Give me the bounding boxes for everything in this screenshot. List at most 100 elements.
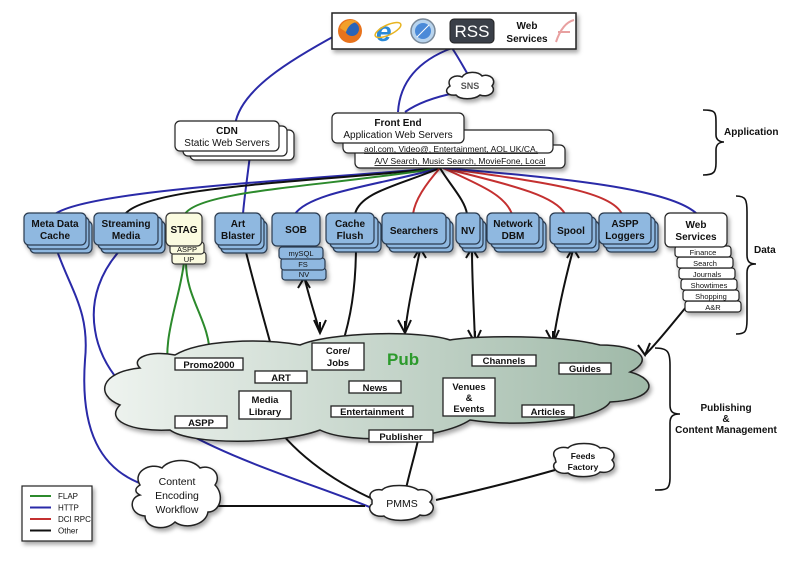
- legend-label-dci-rpc: DCI RPC: [58, 515, 91, 524]
- web-services-sub-showtimes: Showtimes: [691, 281, 728, 290]
- line-cdn-artblaster: [242, 154, 251, 215]
- line-spool-pub: [552, 249, 574, 344]
- promo2000-label: Promo2000: [183, 360, 234, 371]
- cache-flush-box: [325, 212, 382, 253]
- rss-label: RSS: [455, 22, 490, 41]
- firefox-icon: [338, 19, 362, 43]
- cache-flush-line1: Cache: [335, 219, 365, 230]
- legend-label-flap: FLAP: [58, 492, 78, 501]
- art-blaster-line1: Art: [231, 219, 246, 230]
- internet-explorer-icon: e: [374, 16, 402, 47]
- articles-label: Articles: [531, 407, 566, 418]
- media-library-line2: Library: [249, 407, 282, 418]
- line-fe-aspploggers: [442, 167, 623, 215]
- sob-title: SOB: [285, 225, 307, 236]
- aspp-loggers-box: [598, 212, 659, 253]
- rss-icon: RSS: [449, 18, 495, 44]
- art-box: [254, 370, 308, 384]
- channels-label: Channels: [483, 356, 526, 367]
- data-brace: [735, 195, 757, 335]
- application-section-label: Application: [724, 127, 778, 138]
- feeds-factory-line1: Feeds: [571, 451, 596, 461]
- web-services-sub-shopping: Shopping: [695, 292, 727, 301]
- publishing-brace: [654, 347, 681, 491]
- media-library-box: [238, 390, 292, 420]
- web-services-line1: Web: [686, 220, 707, 231]
- streaming-media-line1: Streaming: [102, 219, 151, 230]
- pmms-cloud: [368, 484, 434, 522]
- content-encoding-line3: Workflow: [156, 504, 199, 516]
- cdn-title: CDN: [216, 126, 238, 137]
- line-fe-spool: [442, 167, 566, 215]
- content-encoding-cloud: [131, 459, 222, 529]
- publishing-section-label-line1: Publishing: [700, 403, 751, 414]
- core-jobs-box: [311, 342, 365, 371]
- aspp-label: ASPP: [188, 418, 215, 429]
- network-dbm-line2: DBM: [502, 231, 525, 242]
- sob-box: [271, 212, 327, 281]
- art-label: ART: [271, 373, 291, 384]
- line-fe-streaming: [124, 167, 441, 215]
- nv-box: [455, 212, 487, 253]
- sob-sub-fs: FS: [298, 260, 308, 269]
- line-fe-cacheflush: [354, 167, 441, 215]
- network-dbm-line1: Network: [493, 219, 533, 230]
- browser-web-services-line1: Web: [517, 21, 538, 32]
- line-fe-searchers: [412, 167, 441, 215]
- application-brace: [702, 109, 725, 176]
- web-services-box: [664, 212, 742, 313]
- line-fe-stag: [184, 167, 441, 215]
- line-fe-nv: [439, 167, 468, 215]
- sob-sub-nv: NV: [299, 270, 309, 279]
- guides-label: Guides: [569, 364, 601, 375]
- pub-title: Pub: [387, 350, 419, 369]
- aspp-box: [174, 415, 228, 429]
- venues-events-line2: &: [466, 393, 473, 404]
- streaming-media-box: [93, 212, 166, 254]
- news-label: News: [363, 383, 388, 394]
- line-searchers-pub: [404, 249, 421, 334]
- web-services-sub-journals: Journals: [693, 270, 722, 279]
- line-nv-pub: [471, 249, 476, 344]
- line-fe-webservices: [442, 167, 698, 215]
- line-browser-frontend: [397, 47, 453, 113]
- entertainment-label: Entertainment: [340, 407, 405, 418]
- line-stag-promo: [185, 261, 211, 359]
- nv-label: NV: [461, 226, 475, 237]
- svg-text:e: e: [376, 16, 392, 47]
- venues-events-line1: Venues: [452, 382, 485, 393]
- sns-cloud: [445, 71, 495, 100]
- line-metadata-encoding: [54, 244, 146, 486]
- cdn-subtitle: Static Web Servers: [184, 138, 269, 149]
- line-pmms-pub: [404, 439, 419, 494]
- front-end-sites-line2: A/V Search, Music Search, MovieFone, Loc…: [374, 156, 545, 166]
- publisher-label: Publisher: [379, 432, 423, 443]
- browser-web-services-line2: Services: [506, 34, 548, 45]
- publishing-section-label-line3: Content Management: [675, 425, 777, 436]
- flash-icon: [555, 19, 575, 43]
- legend-label-http: HTTP: [58, 504, 79, 513]
- news-box: [348, 380, 402, 394]
- web-services-line2: Services: [675, 232, 717, 243]
- line-fe-metadata: [54, 167, 441, 215]
- stag-sub-up: UP: [184, 255, 194, 264]
- line-cacheflush-core: [341, 244, 357, 346]
- front-end-box: [331, 112, 566, 169]
- cache-flush-line2: Flush: [337, 231, 364, 242]
- web-services-sub-ar: A&R: [705, 303, 721, 312]
- front-end-title: Front End: [374, 118, 421, 129]
- searchers-label: Searchers: [390, 226, 439, 237]
- sns-label: SNS: [461, 81, 480, 91]
- venues-events-line3: Events: [453, 404, 484, 415]
- line-sns-frontend: [404, 92, 456, 113]
- venues-events-box: [442, 377, 496, 417]
- content-encoding-line1: Content: [159, 476, 196, 488]
- feeds-factory-line2: Factory: [568, 462, 599, 472]
- line-pmms-feeds: [435, 469, 556, 501]
- promo2000-box: [174, 357, 244, 371]
- media-library-line1: Media: [252, 395, 280, 406]
- core-jobs-line2: Jobs: [327, 358, 349, 369]
- stag-sub-aspp: ASPP: [177, 245, 197, 254]
- core-jobs-line1: Core/: [326, 346, 351, 357]
